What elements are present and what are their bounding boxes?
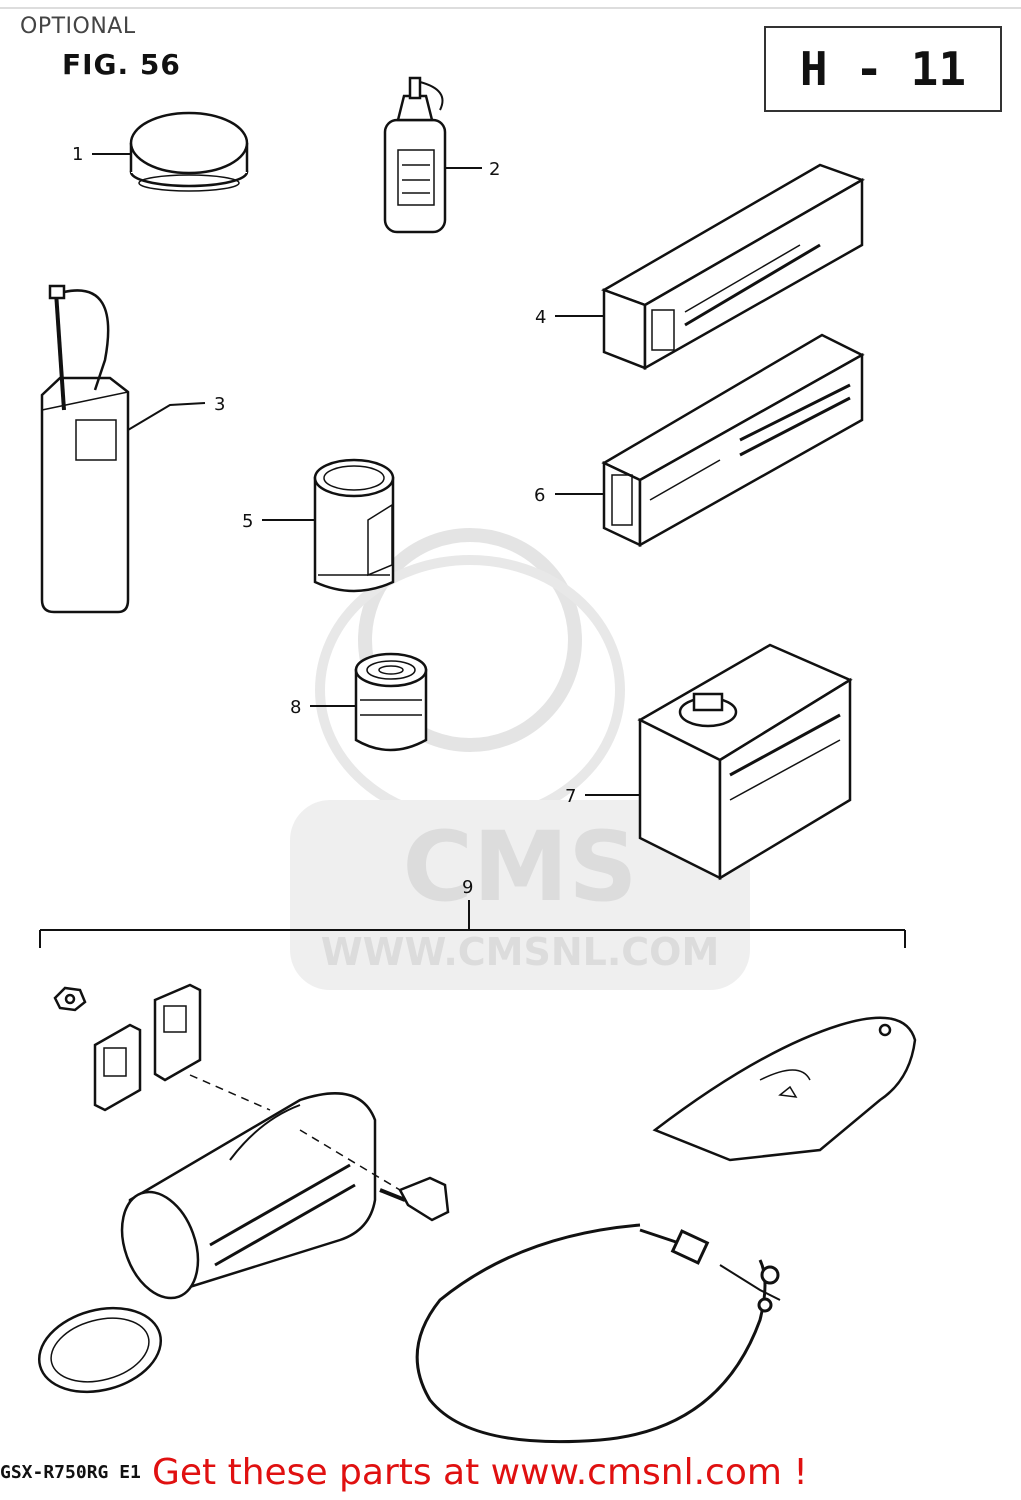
part-9-pouch	[652, 1016, 917, 1162]
part-5-tin	[313, 458, 395, 593]
watermark: CMS WWW.CMSNL.COM	[290, 528, 750, 990]
part-1-cap	[129, 111, 249, 192]
callout-7: 7	[565, 786, 576, 807]
part-2-bottle	[383, 76, 447, 234]
callout-1: 1	[72, 144, 83, 165]
watermark-url: WWW.CMSNL.COM	[321, 930, 720, 974]
part-7-square-can	[637, 643, 853, 881]
callout-8: 8	[290, 697, 301, 718]
callout-9: 9	[462, 877, 473, 898]
callout-2: 2	[489, 159, 500, 180]
page-code-box: H - 11	[764, 26, 1002, 112]
section-title: OPTIONAL	[20, 14, 136, 39]
part-9-tool-kit	[37, 983, 450, 1394]
callout-6: 6	[534, 485, 545, 506]
figure-label: FIG. 56	[62, 48, 181, 81]
watermark-logo-text: CMS	[402, 811, 637, 923]
part-6-grease-box	[601, 333, 865, 548]
callout-5: 5	[242, 511, 253, 532]
part-3-oil-can	[40, 284, 130, 614]
callout-3: 3	[214, 394, 225, 415]
part-9-bracket	[39, 900, 906, 948]
part-8-small-tin	[354, 652, 428, 752]
part-9-cable-lock	[415, 1223, 781, 1444]
page-code: H - 11	[799, 42, 967, 96]
callout-4: 4	[535, 307, 546, 328]
part-4-box	[601, 163, 865, 371]
model-code: GSX-R750RG E1	[0, 1462, 141, 1483]
footer-cta-link[interactable]: Get these parts at www.cmsnl.com !	[152, 1452, 808, 1493]
callout-line-3	[127, 402, 206, 431]
